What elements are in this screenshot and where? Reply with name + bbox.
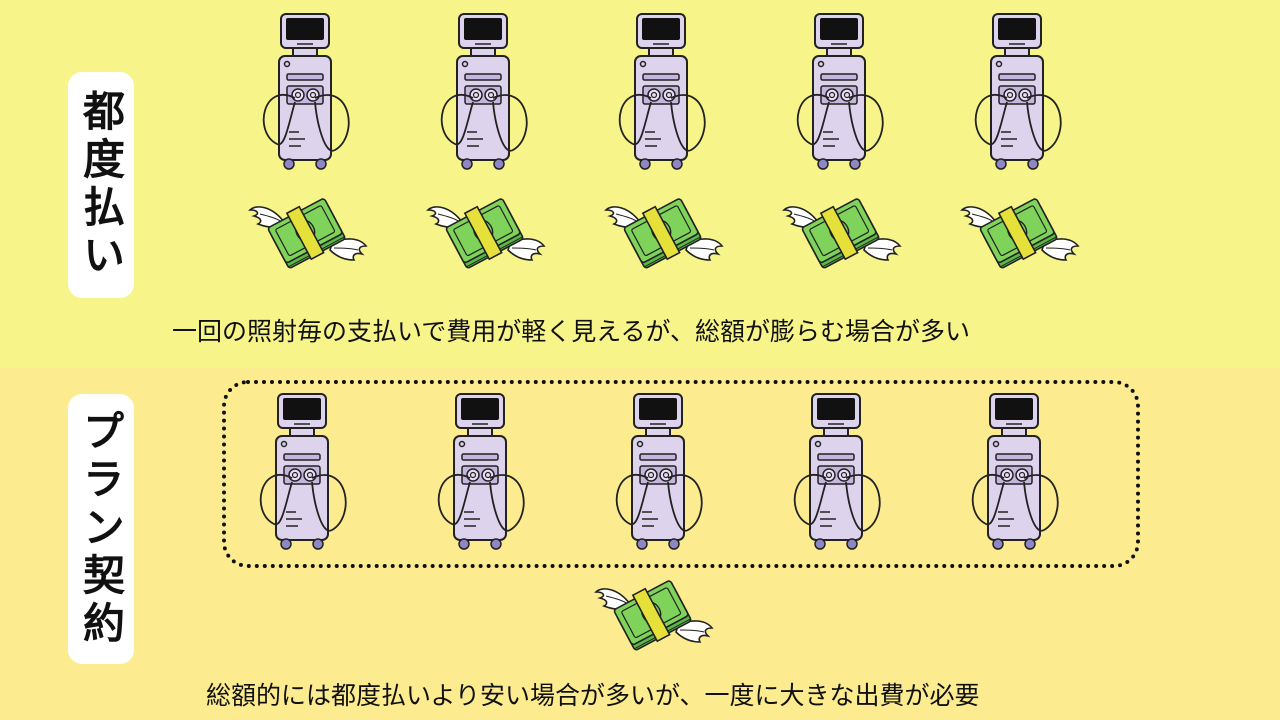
plan-bundle-frame [222,380,1140,568]
pay-per-use-caption: 一回の照射毎の支払いで費用が軽く見えるが、総額が膨らむ場合が多い [172,317,971,346]
plan-contract-section: プラン契約 総額的には都度払いより安い場合が多いが、一度に大きな出費が必要 [0,368,1280,720]
laser-machine-icon [430,392,530,552]
flying-money-icon [604,186,724,282]
laser-machine-icon [611,12,711,172]
flying-money-icon [594,568,714,664]
laser-machine-icon [252,392,352,552]
laser-machine-icon [789,12,889,172]
laser-machine-icon [255,12,355,172]
laser-machine-icon [786,392,886,552]
laser-machine-icon [967,12,1067,172]
flying-money-icon [782,186,902,282]
plan-contract-label-box: プラン契約 [68,394,134,664]
pay-per-use-label-box: 都度払い [68,72,134,298]
laser-machine-icon [433,12,533,172]
flying-money-icon [960,186,1080,282]
laser-machine-icon [608,392,708,552]
flying-money-icon [248,186,368,282]
plan-contract-caption: 総額的には都度払いより安い場合が多いが、一度に大きな出費が必要 [206,681,980,710]
pay-per-use-section: 都度払い 一回の照射毎の支払いで費用が軽く見えるが、総額が膨らむ場合が多い [0,0,1280,368]
flying-money-icon [426,186,546,282]
plan-contract-label: プラン契約 [76,409,126,649]
pay-per-use-label: 都度払い [76,89,126,281]
laser-machine-icon [964,392,1064,552]
